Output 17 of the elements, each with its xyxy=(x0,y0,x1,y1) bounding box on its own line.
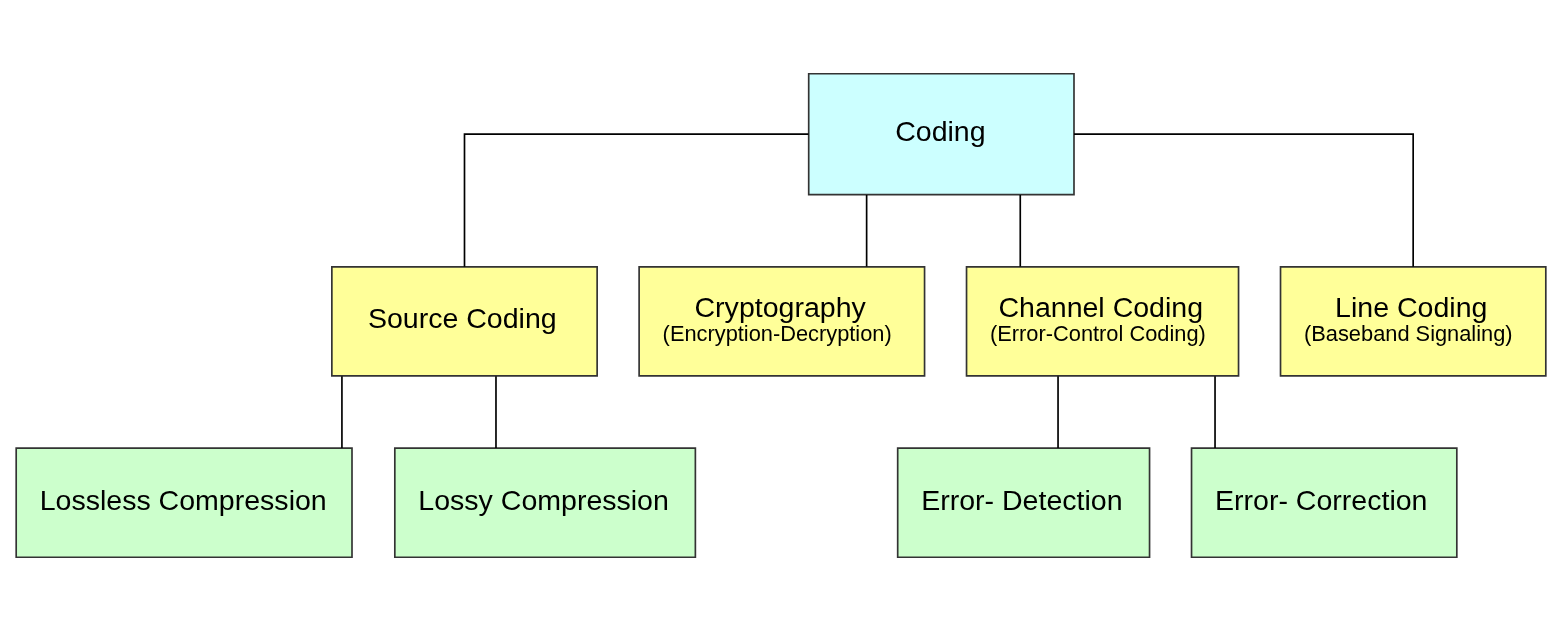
node-box: Error- Correction xyxy=(1190,447,1458,559)
connector xyxy=(1057,375,1059,449)
connector xyxy=(463,133,810,268)
connector xyxy=(495,375,497,449)
node-box: Lossless Compression xyxy=(15,447,353,559)
node-box: Source Coding xyxy=(331,265,598,377)
node-box: Coding xyxy=(807,72,1075,196)
node-box: Lossy Compression xyxy=(394,447,697,559)
connector xyxy=(1073,133,1414,268)
connector xyxy=(341,375,343,449)
node-box: Line Coding (Baseband Signaling) xyxy=(1279,265,1547,377)
connector xyxy=(1019,194,1022,268)
connector xyxy=(865,194,868,268)
connector xyxy=(1214,375,1216,449)
node-box: Channel Coding (Error-Control Coding) xyxy=(965,265,1240,377)
node-box: Cryptography (Encryption-Decryption) xyxy=(638,265,926,377)
node-box: Error- Detection xyxy=(896,447,1151,559)
